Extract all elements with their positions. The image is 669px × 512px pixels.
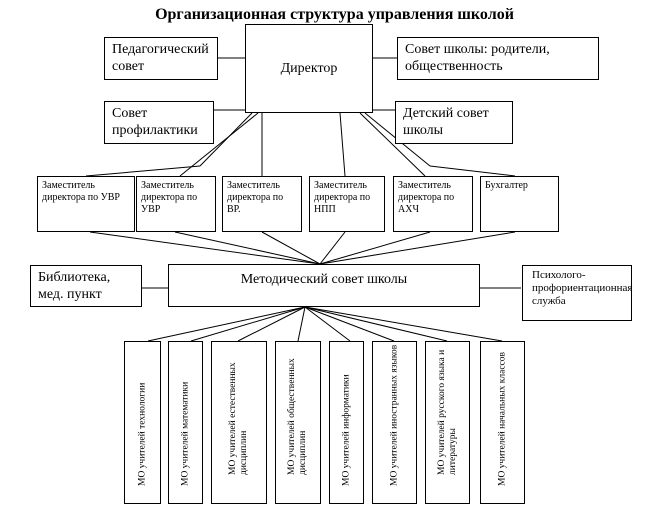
mo-label-1: МО учителей технологии (137, 382, 147, 486)
method-council-box: Методический совет школы (168, 264, 480, 307)
school-council-box: Совет школы: родители, общественность (397, 37, 599, 80)
mo-box-4: МО учителей общественных дисциплин (275, 341, 321, 504)
psych-service-box: Психолого-профориентационная служба (522, 265, 632, 321)
accountant-box: Бухгалтер (480, 176, 559, 232)
mo-label-6: МО учителей иностранных языков (389, 344, 399, 486)
accountant-label: Бухгалтер (485, 180, 528, 191)
deputy-box-3: Заместитель директора по ВР. (222, 176, 302, 232)
mo-box-5: МО учителей информатики (329, 341, 364, 504)
library-label: Библиотека, мед. пункт (38, 270, 111, 302)
deputy-label-5: Заместитель директора по АХЧ (398, 180, 455, 215)
mo-box-7: МО учителей русского языка и литературы (425, 341, 470, 504)
school-council-label: Совет школы: родители, общественность (405, 42, 550, 74)
library-box: Библиотека, мед. пункт (30, 265, 142, 307)
director-box: Директор (245, 24, 373, 113)
method-council-label: Методический совет школы (240, 272, 408, 287)
deputy-box-4: Заместитель директора по НПП (309, 176, 385, 232)
mo-label-4: МО учителей общественных дисциплин (287, 358, 308, 475)
deputy-box-5: Заместитель директора по АХЧ (393, 176, 473, 232)
prevention-council-box: Совет профилактики (104, 101, 214, 144)
mo-label-5: МО учителей информатики (341, 374, 351, 486)
children-council-label: Детский совет школы (403, 106, 489, 138)
deputy-label-3: Заместитель директора по ВР. (227, 180, 284, 215)
director-label: Директор (280, 61, 338, 76)
mo-box-2: МО учителей математики (168, 341, 203, 504)
deputy-box-1: Заместитель директора по УВР (37, 176, 135, 232)
deputy-label-2: Заместитель директора по УВР (141, 180, 198, 215)
mo-label-8: МО учителей начальных классов (497, 352, 507, 486)
diagram-title: Организационная структура управления шко… (155, 6, 514, 23)
psych-service-label: Психолого-профориентационная служба (532, 269, 633, 307)
children-council-box: Детский совет школы (395, 101, 513, 144)
deputy-box-2: Заместитель директора по УВР (136, 176, 216, 232)
mo-label-7: МО учителей русского языка и литературы (436, 349, 458, 475)
mo-label-2: МО учителей математики (180, 381, 190, 486)
ped-council-label: Педагогический совет (112, 42, 209, 74)
prevention-council-label: Совет профилактики (112, 106, 198, 138)
mo-box-3: МО учителей естественных дисциплин (211, 341, 267, 504)
mo-box-1: МО учителей технологии (124, 341, 161, 504)
ped-council-box: Педагогический совет (104, 37, 218, 80)
deputy-label-1: Заместитель директора по УВР (42, 180, 120, 203)
mo-box-8: МО учителей начальных классов (480, 341, 525, 504)
mo-label-3: МО учителей естественных дисциплин (228, 362, 249, 475)
deputy-label-4: Заместитель директора по НПП (314, 180, 371, 215)
mo-box-6: МО учителей иностранных языков (372, 341, 417, 504)
